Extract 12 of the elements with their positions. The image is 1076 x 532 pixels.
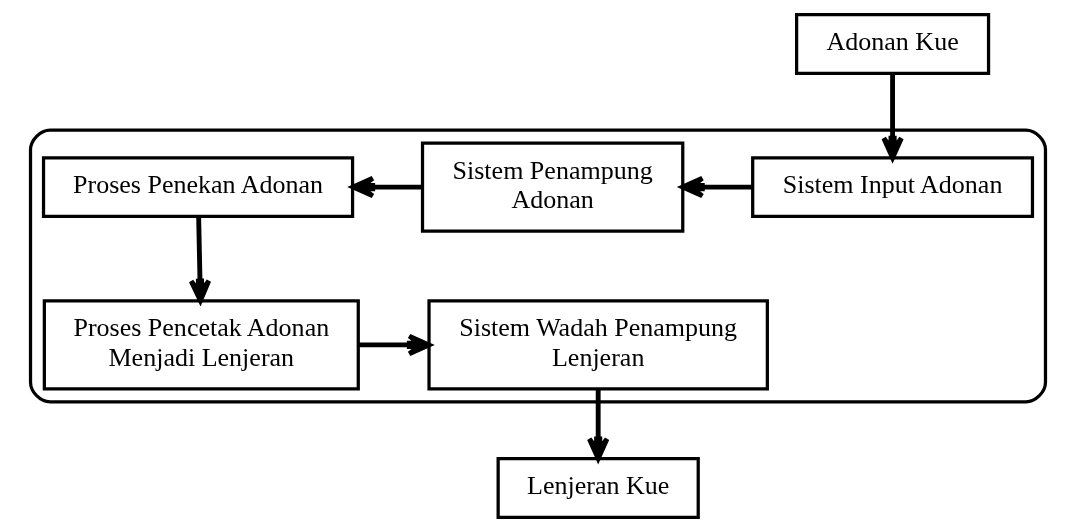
node-box: Sistem Wadah Penampung Lenjeran bbox=[427, 299, 769, 391]
arrow bbox=[350, 175, 422, 199]
node-box: Sistem Input Adonan bbox=[751, 156, 1035, 218]
arrow bbox=[881, 73, 904, 161]
node-box: Proses Penekan Adonan bbox=[41, 156, 355, 218]
node-box: Sistem Penampung Adonan bbox=[420, 141, 685, 233]
arrow bbox=[358, 333, 432, 357]
node-box: Proses Pencetak Adonan Menjadi Lenjeran bbox=[42, 299, 360, 391]
cluster bbox=[28, 128, 1048, 404]
node-box: Lenjeran Kue bbox=[496, 457, 700, 519]
node-box: Adonan Kue bbox=[795, 13, 991, 75]
arrow bbox=[680, 175, 753, 199]
